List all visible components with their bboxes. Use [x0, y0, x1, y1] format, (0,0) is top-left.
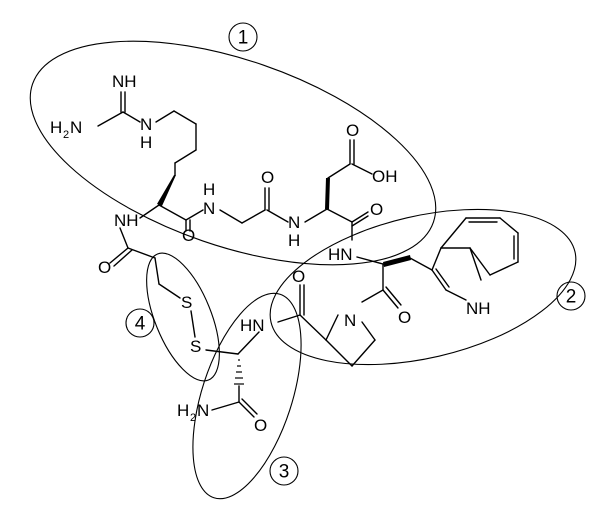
region-4-ellipse: [146, 252, 220, 382]
svg-text:2: 2: [63, 129, 69, 141]
tryptophan-residue: [356, 217, 519, 309]
region-2-marker: 2: [556, 281, 586, 311]
arginine-side-chain: [97, 91, 197, 176]
region-2-number: 2: [566, 287, 577, 308]
atom-h-gly-amide: H: [203, 180, 215, 199]
atom-labels: NH H 2 N N H NH O H N O N H O OH O HN O …: [50, 72, 491, 435]
atom-n-proline: N: [344, 311, 356, 330]
asp-alpha-wedge: [325, 178, 330, 209]
svg-text:N: N: [197, 401, 209, 420]
svg-text:H: H: [50, 118, 62, 137]
region-1-ellipse: [29, 40, 437, 266]
atom-h2n-cys-amide: H 2 N: [177, 401, 209, 424]
svg-text:2: 2: [190, 412, 196, 424]
atom-o-asp-carbonyl: O: [370, 200, 383, 219]
atom-o-arg-carbonyl: O: [182, 226, 195, 245]
cysteine-residue: [205, 331, 260, 418]
atom-o-pro-carbonyl: O: [292, 267, 305, 286]
atom-oh-asp-acid: OH: [372, 167, 398, 186]
atom-hn-trp-amide: HN: [328, 245, 353, 264]
arg-alpha-wedge: [157, 175, 176, 206]
atom-nh-guanidine: NH: [112, 72, 137, 91]
atom-h-asp-amide: H: [288, 231, 300, 250]
region-4-marker: 4: [125, 308, 155, 338]
svg-text:N: N: [70, 118, 82, 137]
atom-o-cys-carbonyl: O: [254, 416, 267, 435]
atom-h2n-guanidine: H 2 N: [50, 118, 82, 141]
atom-n-asp-amide: N: [288, 213, 300, 232]
atom-nh-indole: NH: [466, 299, 491, 318]
trp-alpha-wedge: [383, 255, 411, 267]
atom-o-mpa-carbonyl: O: [98, 258, 111, 277]
atom-o-asp-acid: O: [346, 121, 359, 140]
region-4-number: 4: [135, 314, 146, 335]
region-3-number: 3: [279, 462, 290, 483]
region-3-marker: 3: [269, 456, 299, 486]
region-1-number: 1: [238, 28, 249, 49]
atom-n-gly-amide: N: [203, 199, 215, 218]
atom-s-upper: S: [181, 293, 192, 312]
proline-ring: [277, 284, 376, 367]
disulfide-bridge: [109, 227, 196, 338]
backbone-arg-gly-asp: [139, 139, 373, 241]
atom-s-lower: S: [190, 337, 201, 356]
svg-text:H: H: [177, 401, 189, 420]
atom-o-trp-carbonyl: O: [398, 308, 411, 327]
region-2-ellipse: [269, 208, 577, 366]
atom-hn-cys-amide: HN: [240, 316, 265, 335]
atom-h-guanidine: H: [140, 133, 152, 152]
atom-n-guanidine: N: [140, 115, 152, 134]
atom-nh-arg-amide: NH: [114, 211, 139, 230]
region-3-ellipse: [192, 292, 302, 500]
atom-o-gly-carbonyl: O: [261, 168, 274, 187]
region-1-marker: 1: [228, 22, 258, 52]
